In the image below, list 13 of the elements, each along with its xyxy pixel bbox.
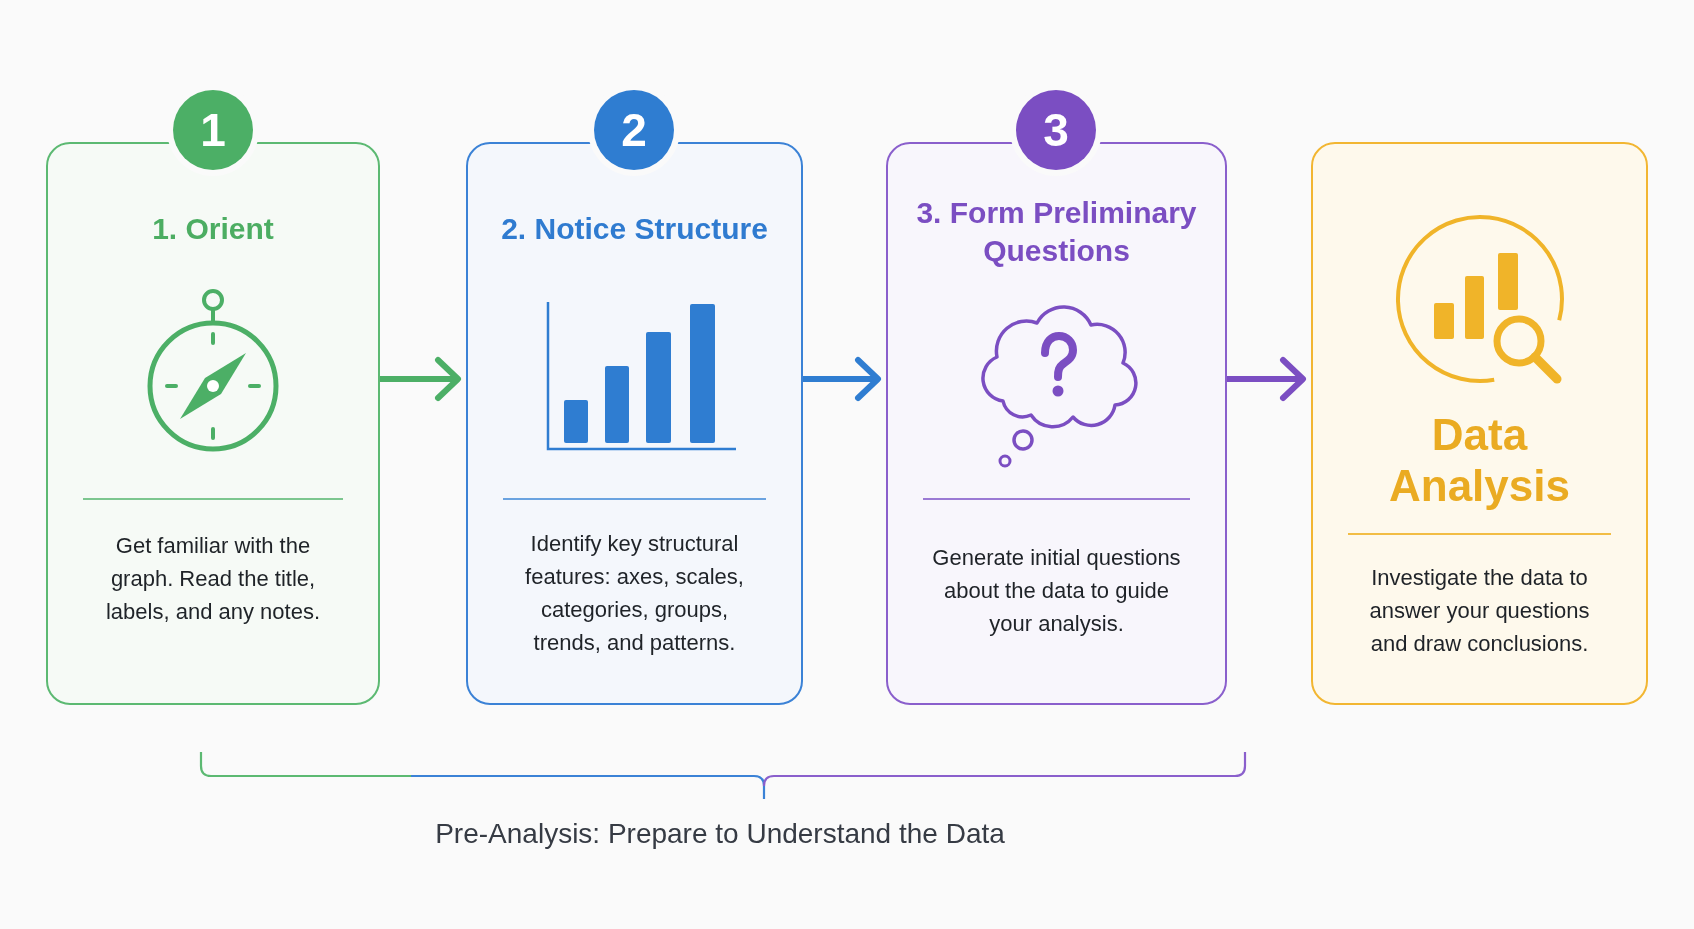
card-title: Data Analysis xyxy=(1388,409,1571,511)
card-description: Get familiar with the graph. Read the title, labels, and any notes. xyxy=(104,532,321,626)
card-description: Generate initial questions about the data to guide your analysis. xyxy=(931,544,1182,638)
card-description: Identify key structural features: axes, scales, categories, groups, trends, and patterns. xyxy=(524,530,745,657)
card-description: Investigate the data to answer your questions and draw conclusions. xyxy=(1368,564,1591,658)
card-title: 2. Notice Structure xyxy=(500,211,769,247)
arrow xyxy=(380,357,461,401)
bracket-label: Pre-Analysis: Prepare to Understand the Data xyxy=(435,817,1005,851)
card-title: 3. Form Preliminary Questions xyxy=(915,195,1198,269)
card-title: 1. Orient xyxy=(151,211,275,247)
step-card xyxy=(1311,142,1648,705)
arrow xyxy=(1227,357,1306,401)
arrow xyxy=(803,357,881,401)
